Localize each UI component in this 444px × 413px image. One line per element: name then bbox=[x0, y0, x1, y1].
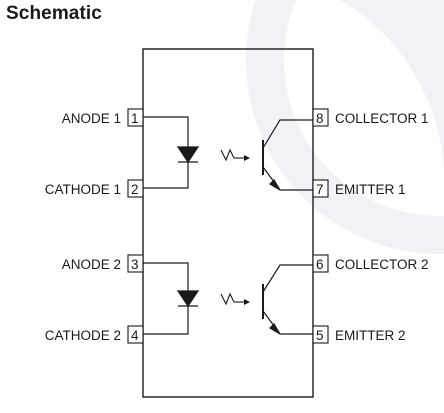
pin-6-number: 6 bbox=[316, 257, 324, 272]
led-1 bbox=[143, 116, 200, 189]
pin-5-number: 5 bbox=[316, 328, 324, 343]
light-arrow-1 bbox=[220, 148, 250, 162]
pin-1-number: 1 bbox=[131, 111, 139, 126]
pin-7-number: 7 bbox=[316, 182, 324, 197]
pin-7-label: EMITTER 1 bbox=[335, 182, 406, 197]
pin-3-box bbox=[127, 254, 144, 273]
pin-5-label: EMITTER 2 bbox=[335, 328, 406, 343]
pin-2-box bbox=[127, 179, 144, 198]
pin-3-number: 3 bbox=[131, 257, 139, 272]
pin-8-box bbox=[312, 108, 329, 127]
pin-1-label: ANODE 1 bbox=[62, 111, 121, 126]
pin-4-box bbox=[127, 325, 144, 344]
led-2 bbox=[143, 262, 200, 335]
pin-2-number: 2 bbox=[131, 182, 139, 197]
phototransistor-1 bbox=[262, 119, 313, 191]
page-title: Schematic bbox=[6, 3, 102, 24]
pin-7-box bbox=[312, 179, 329, 198]
package-outline bbox=[142, 48, 314, 398]
pin-3-label: ANODE 2 bbox=[62, 257, 121, 272]
watermark-arc bbox=[246, 0, 444, 254]
pin-6-box bbox=[312, 254, 329, 273]
light-arrow-2 bbox=[220, 292, 250, 306]
pin-5-box bbox=[312, 325, 329, 344]
pin-8-label: COLLECTOR 1 bbox=[335, 111, 429, 126]
pin-1-box bbox=[127, 108, 144, 127]
watermark-shape bbox=[340, 0, 444, 180]
pin-2-label: CATHODE 1 bbox=[45, 182, 121, 197]
phototransistor-2 bbox=[262, 264, 313, 335]
pin-4-number: 4 bbox=[131, 328, 139, 343]
pin-6-label: COLLECTOR 2 bbox=[335, 257, 429, 272]
pin-8-number: 8 bbox=[316, 111, 324, 126]
pin-4-label: CATHODE 2 bbox=[45, 328, 121, 343]
